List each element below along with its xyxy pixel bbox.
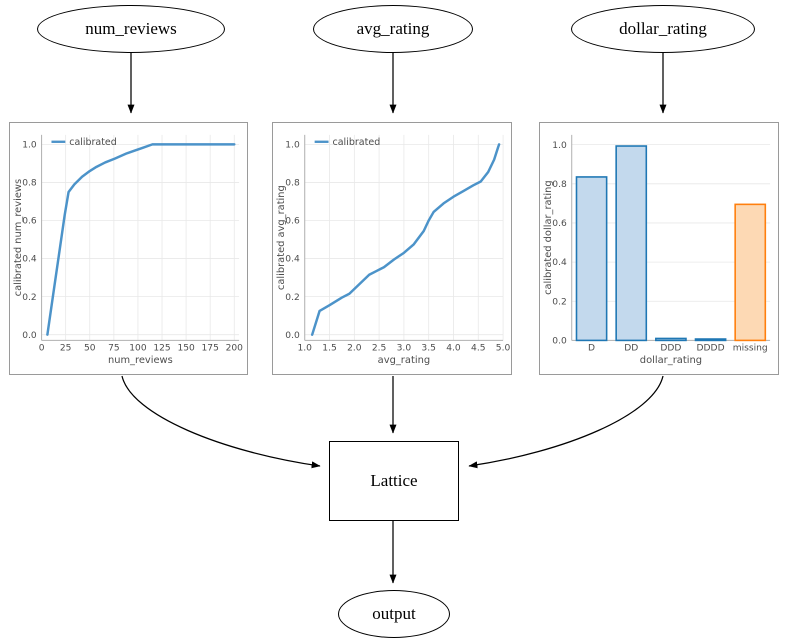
- node-output[interactable]: output: [338, 590, 450, 638]
- svg-text:calibrated num_reviews: calibrated num_reviews: [13, 179, 24, 296]
- svg-text:calibrated avg_rating: calibrated avg_rating: [276, 185, 287, 290]
- node-lattice-label: Lattice: [370, 471, 418, 490]
- svg-text:0.0: 0.0: [285, 331, 300, 341]
- svg-text:0.0: 0.0: [22, 331, 37, 341]
- svg-text:calibrated: calibrated: [333, 137, 381, 148]
- svg-text:150: 150: [177, 344, 195, 354]
- edge-panel1-to-lattice: [121, 375, 321, 469]
- node-avg-rating-label: avg_rating: [356, 19, 430, 38]
- node-dollar-rating[interactable]: dollar_rating: [571, 5, 755, 53]
- chart-avg-rating: 0.0 0.2 0.4 0.6 0.8 1.0 1.0 1.5 2.0 2.5 3.0 3.5 4.0 4…: [276, 134, 511, 366]
- svg-text:DDDD: DDDD: [697, 344, 725, 354]
- svg-text:dollar_rating: dollar_rating: [640, 355, 702, 366]
- svg-text:0.8: 0.8: [22, 179, 37, 189]
- svg-text:0.0: 0.0: [552, 337, 567, 347]
- node-output-label: output: [372, 604, 416, 623]
- svg-text:1.0: 1.0: [552, 141, 567, 151]
- svg-text:3.0: 3.0: [397, 344, 412, 354]
- svg-text:4.5: 4.5: [471, 344, 485, 354]
- svg-text:0.4: 0.4: [552, 258, 567, 268]
- node-lattice[interactable]: Lattice: [329, 441, 459, 521]
- svg-text:0.6: 0.6: [552, 219, 567, 229]
- svg-text:1.0: 1.0: [285, 141, 300, 151]
- svg-text:25: 25: [60, 344, 72, 354]
- svg-text:0.4: 0.4: [22, 255, 37, 265]
- svg-text:100: 100: [129, 344, 147, 354]
- svg-text:1.0: 1.0: [22, 141, 37, 151]
- svg-text:num_reviews: num_reviews: [108, 355, 173, 366]
- svg-text:0.6: 0.6: [285, 217, 300, 227]
- svg-text:75: 75: [108, 344, 120, 354]
- svg-text:50: 50: [84, 344, 96, 354]
- node-avg-rating[interactable]: avg_rating: [313, 5, 473, 53]
- svg-text:calibrated dollar_rating: calibrated dollar_rating: [543, 180, 554, 295]
- edge-panel3-to-lattice: [468, 375, 664, 469]
- svg-text:0.6: 0.6: [22, 217, 37, 227]
- chart-num-reviews: 0.0 0.2 0.4 0.6 0.8 1.0 0 25 50 75 100 125 150 175 200…: [13, 134, 244, 366]
- svg-text:0.2: 0.2: [285, 293, 299, 303]
- svg-text:avg_rating: avg_rating: [378, 355, 430, 366]
- svg-text:1.0: 1.0: [297, 344, 312, 354]
- svg-text:5.0: 5.0: [496, 344, 511, 354]
- node-num-reviews[interactable]: num_reviews: [37, 5, 225, 53]
- node-dollar-rating-label: dollar_rating: [619, 19, 707, 38]
- svg-text:0.2: 0.2: [552, 297, 566, 307]
- svg-text:2.0: 2.0: [347, 344, 362, 354]
- svg-text:0.8: 0.8: [552, 180, 567, 190]
- svg-text:3.5: 3.5: [421, 344, 435, 354]
- svg-text:125: 125: [153, 344, 170, 354]
- svg-text:D: D: [588, 344, 595, 354]
- svg-text:calibrated: calibrated: [69, 137, 117, 148]
- svg-text:missing: missing: [733, 344, 768, 354]
- svg-text:2.5: 2.5: [372, 344, 386, 354]
- svg-text:200: 200: [226, 344, 244, 354]
- chart-panel-num-reviews[interactable]: 0.0 0.2 0.4 0.6 0.8 1.0 0 25 50 75 100 125 150 175 200…: [9, 122, 248, 375]
- chart-panel-avg-rating[interactable]: 0.0 0.2 0.4 0.6 0.8 1.0 1.0 1.5 2.0 2.5 3.0 3.5 4.0 4…: [272, 122, 512, 375]
- svg-text:4.0: 4.0: [446, 344, 461, 354]
- svg-text:0: 0: [39, 344, 45, 354]
- svg-text:175: 175: [202, 344, 219, 354]
- svg-text:DDD: DDD: [660, 344, 681, 354]
- svg-text:1.5: 1.5: [322, 344, 336, 354]
- svg-text:0.8: 0.8: [285, 179, 300, 189]
- svg-text:0.4: 0.4: [285, 255, 300, 265]
- svg-text:DD: DD: [624, 344, 638, 354]
- svg-text:0.2: 0.2: [22, 293, 36, 303]
- node-num-reviews-label: num_reviews: [85, 19, 177, 38]
